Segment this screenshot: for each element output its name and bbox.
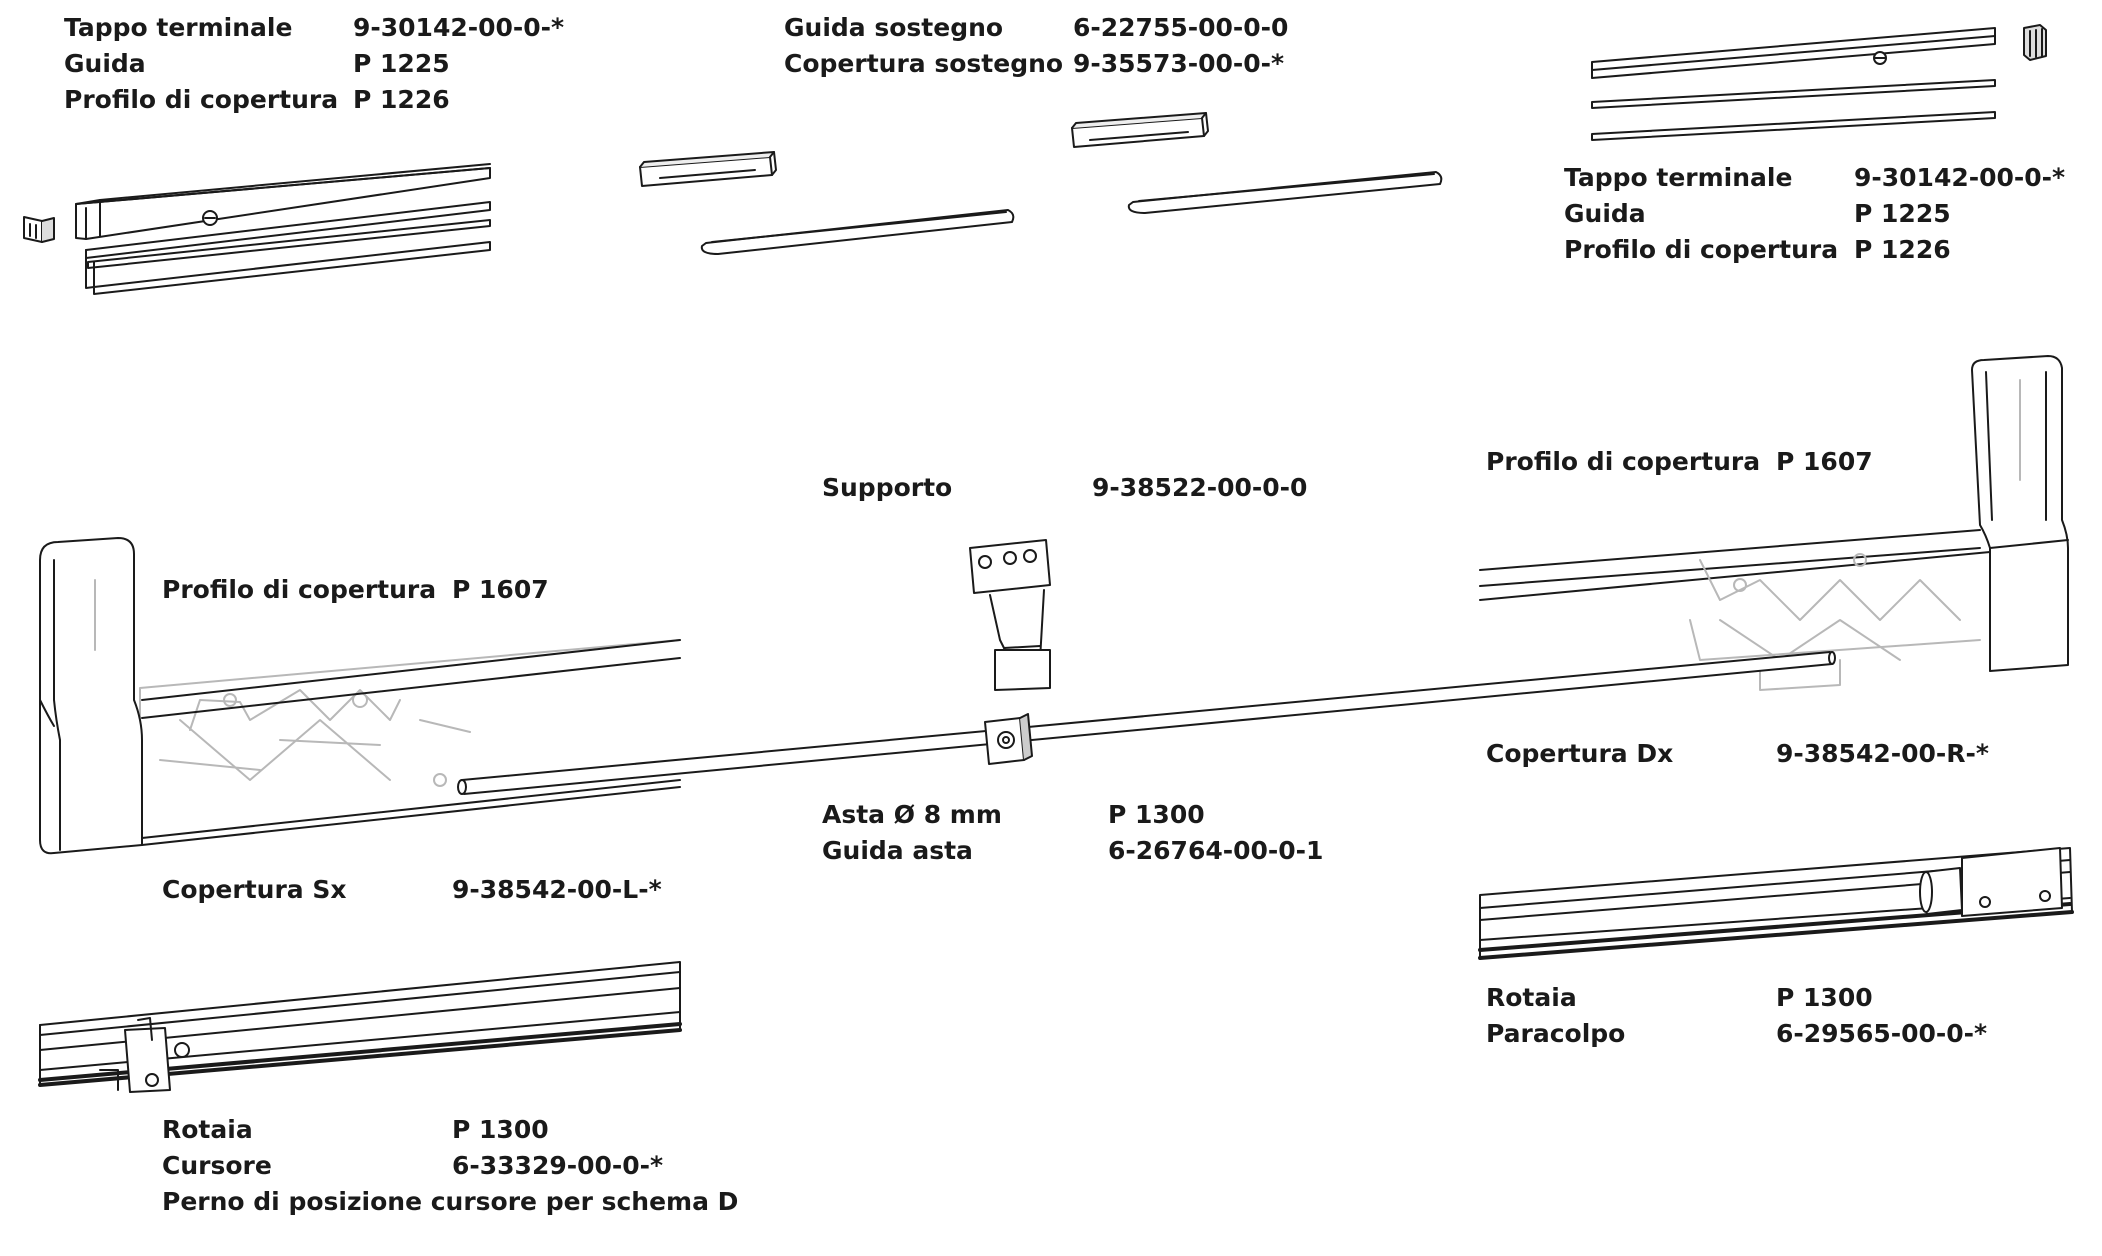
- part-name: Tappo terminale: [64, 13, 293, 42]
- part-code: 6-29565-00-0-*: [1776, 1019, 1988, 1048]
- support-guide-left: [700, 209, 1015, 255]
- part-code: 9-38542-00-R-*: [1776, 739, 1989, 768]
- part-name: Rotaia: [162, 1115, 253, 1144]
- cover-right-body: [1479, 355, 2069, 691]
- part-name: Paracolpo: [1486, 1019, 1626, 1048]
- part-code: 9-38542-00-L-*: [452, 875, 662, 904]
- part-name: Profilo di copertura: [1564, 235, 1839, 264]
- slider-pin-note: Perno di posizione cursore per schema D: [162, 1187, 739, 1216]
- part-name: Profilo di copertura: [162, 575, 437, 604]
- part-code: P 1226: [1854, 235, 1951, 264]
- part-name: Guida asta: [822, 836, 973, 865]
- part-name: Copertura Sx: [162, 875, 347, 904]
- part-code: P 1226: [353, 85, 450, 114]
- support-bracket: [969, 539, 1051, 691]
- rod-guide: [984, 713, 1033, 765]
- end-cap-rail-left: [23, 163, 491, 295]
- part-code: 9-38522-00-0-0: [1092, 473, 1308, 502]
- part-name: Copertura Dx: [1486, 739, 1674, 768]
- rail-left: [38, 961, 682, 1093]
- support-guide-right: [1127, 171, 1443, 214]
- support-guide-parts: [639, 112, 1443, 255]
- rail-right: [1478, 847, 2074, 960]
- part-code: 6-33329-00-0-*: [452, 1151, 664, 1180]
- part-name: Copertura sostegno: [784, 49, 1064, 78]
- part-code: P 1300: [452, 1115, 549, 1144]
- part-code: P 1607: [452, 575, 549, 604]
- part-code: P 1225: [1854, 199, 1951, 228]
- part-name: Profilo di copertura: [1486, 447, 1761, 476]
- rod: [457, 651, 1836, 795]
- part-code: 6-26764-00-0-1: [1108, 836, 1324, 865]
- bumper: [1961, 847, 2063, 917]
- part-name: Guida: [1564, 199, 1646, 228]
- part-name: Rotaia: [1486, 983, 1577, 1012]
- part-name: Supporto: [822, 473, 953, 502]
- part-name: Guida: [64, 49, 146, 78]
- part-code: 9-30142-00-0-*: [353, 13, 565, 42]
- part-code: 6-22755-00-0-0: [1073, 13, 1289, 42]
- part-name: Cursore: [162, 1151, 272, 1180]
- part-code: 9-35573-00-0-*: [1073, 49, 1285, 78]
- part-name: Profilo di copertura: [64, 85, 339, 114]
- part-code: P 1225: [353, 49, 450, 78]
- cover-left-body: [39, 537, 681, 855]
- cover-profile-strip-right: [1591, 79, 1996, 109]
- end-cap-left: [23, 216, 43, 243]
- part-code: P 1300: [1108, 800, 1205, 829]
- end-cap-rail-right: [1591, 24, 2047, 141]
- part-code: 9-30142-00-0-*: [1854, 163, 2066, 192]
- part-name: Guida sostegno: [784, 13, 1004, 42]
- part-name: Asta Ø 8 mm: [822, 800, 1002, 829]
- part-name: Tappo terminale: [1564, 163, 1793, 192]
- part-code: P 1607: [1776, 447, 1873, 476]
- part-code: P 1300: [1776, 983, 1873, 1012]
